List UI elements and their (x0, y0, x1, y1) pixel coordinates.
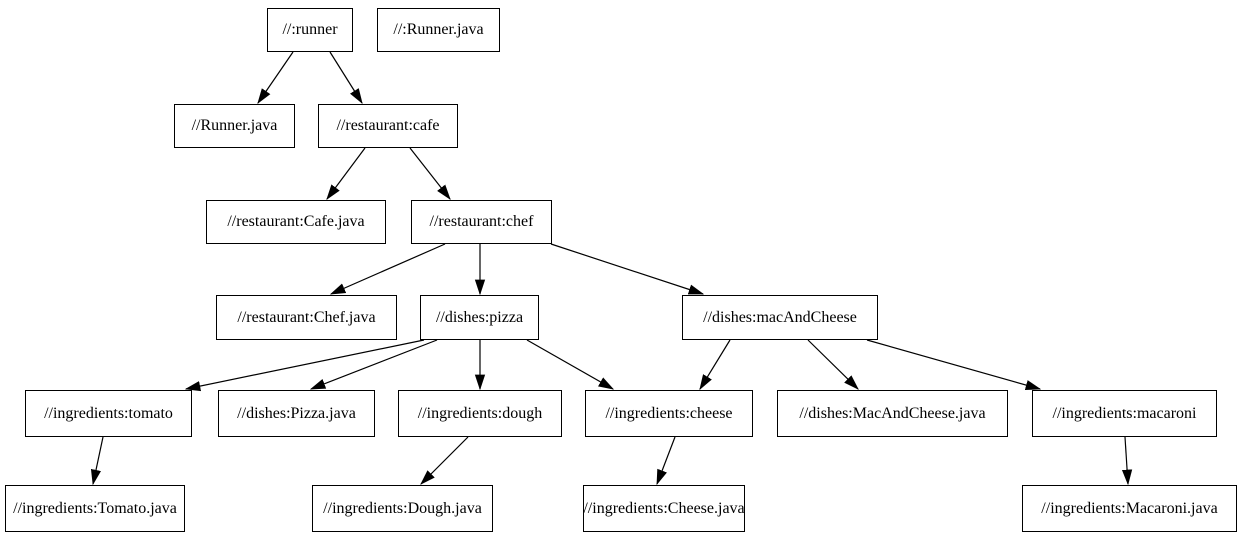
graph-edge-cheese-to-cheese-java (656, 436, 676, 486)
graph-edge-chef-to-chef-java (329, 243, 446, 295)
graph-node-label: //ingredients:Dough.java (323, 499, 482, 517)
graph-edge-chef-to-macandcheese (550, 243, 705, 295)
graph-node-label: //ingredients:cheese (605, 404, 733, 422)
graph-node-chef: //restaurant:chef (411, 200, 552, 244)
graph-node-macandcheese-java: //dishes:MacAndCheese.java (777, 390, 1008, 437)
graph-node-cheese-java: //ingredients:Cheese.java (583, 485, 745, 532)
graph-node-macaroni-java: //ingredients:Macaroni.java (1022, 485, 1237, 532)
graph-node-label: //dishes:Pizza.java (237, 404, 356, 422)
graph-node-label: //Runner.java (191, 117, 278, 134)
graph-node-label: //ingredients:Macaroni.java (1041, 499, 1218, 517)
graph-node-dough-java: //ingredients:Dough.java (312, 485, 493, 532)
graph-node-tomato-java: //ingredients:Tomato.java (5, 485, 185, 532)
graph-edge-runner-to-runner-java (257, 51, 294, 105)
graph-node-label: //:runner (282, 21, 338, 38)
graph-node-label: //ingredients:macaroni (1052, 404, 1197, 422)
graph-node-cheese: //ingredients:cheese (585, 390, 753, 437)
graph-node-label: //restaurant:Chef.java (237, 308, 376, 326)
graph-node-label: //:Runner.java (393, 21, 484, 38)
graph-node-cafe-java: //restaurant:Cafe.java (206, 200, 386, 244)
graph-node-label: //restaurant:cafe (336, 117, 440, 134)
graph-edge-macandcheese-to-macaroni (866, 339, 1042, 391)
graph-node-label: //ingredients:tomato (44, 404, 173, 422)
graph-node-pizza: //dishes:pizza (420, 295, 539, 340)
graph-node-label: //dishes:macAndCheese (703, 308, 857, 326)
graph-node-label: //ingredients:dough (417, 404, 543, 422)
graph-node-label: //restaurant:chef (429, 213, 534, 230)
graph-edge-macandcheese-to-macandcheese-java (807, 339, 859, 390)
graph-edge-pizza-to-tomato (184, 339, 425, 392)
graph-edge-cafe-to-chef (409, 147, 451, 200)
graph-edge-macandcheese-to-cheese (699, 339, 731, 391)
graph-edge-dough-to-dough-java (420, 436, 469, 485)
graph-node-runner-java-root: //:Runner.java (377, 8, 500, 52)
graph-edge-pizza-to-pizza-java (309, 339, 438, 390)
graph-node-label: //ingredients:Tomato.java (13, 499, 177, 517)
graph-node-label: //dishes:MacAndCheese.java (799, 404, 986, 422)
graph-edge-cafe-to-cafe-java (326, 147, 366, 201)
graph-node-runner: //:runner (267, 8, 353, 52)
graph-node-label: //ingredients:Cheese.java (583, 499, 745, 517)
graph-node-macandcheese: //dishes:macAndCheese (682, 295, 878, 340)
graph-node-label: //dishes:pizza (435, 308, 524, 326)
graph-node-label: //restaurant:Cafe.java (227, 213, 365, 230)
graph-node-pizza-java: //dishes:Pizza.java (218, 390, 375, 437)
graph-node-dough: //ingredients:dough (398, 390, 562, 437)
graph-edge-tomato-to-tomato-java (90, 436, 104, 486)
graph-node-chef-java: //restaurant:Chef.java (216, 295, 397, 340)
graph-node-macaroni: //ingredients:macaroni (1032, 390, 1217, 437)
graph-node-runner-java: //Runner.java (174, 104, 295, 148)
graph-node-tomato: //ingredients:tomato (25, 390, 192, 437)
graph-edge-macaroni-to-macaroni-java (1121, 436, 1133, 486)
graph-edge-runner-to-cafe (329, 51, 363, 105)
graph-node-cafe: //restaurant:cafe (318, 104, 458, 148)
graph-edge-pizza-to-cheese (526, 339, 615, 390)
